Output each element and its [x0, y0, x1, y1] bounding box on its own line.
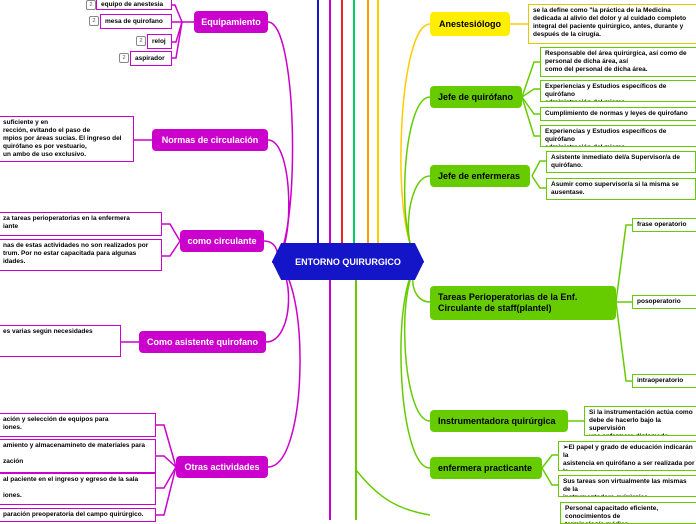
- asistente-label: Como asistente quirofano: [146, 337, 258, 347]
- jefe-enfermeras-text[interactable]: Asistente inmediato del/a Supervisor/a d…: [546, 151, 696, 173]
- equipamiento-item-label: equipo de anestesia: [101, 1, 164, 8]
- tareas-item[interactable]: intraoperatorio: [632, 374, 696, 388]
- bottom-text[interactable]: Personal capacitado eficiente, conocimie…: [560, 502, 696, 524]
- anestesiologo-label: Anestesiólogo: [438, 19, 501, 29]
- instrumentadora-node[interactable]: Instrumentadora quirúrgica: [430, 410, 568, 432]
- equipamiento-item[interactable]: mesa de quirofano: [100, 14, 172, 29]
- jefe-quirofano-text[interactable]: Responsable del área quirúrgica, así com…: [540, 47, 696, 77]
- equipamiento-item-label: mesa de quirofano: [105, 18, 163, 25]
- count-badge[interactable]: 2: [89, 16, 99, 26]
- normas-node[interactable]: Normas de circulación: [152, 129, 268, 151]
- anestesiologo-text[interactable]: se la define como "la práctica de la Med…: [528, 4, 696, 44]
- practicante-label: enfermera practicante: [438, 463, 533, 473]
- jefe-enfermeras-text[interactable]: Asumir como supervisor/a si la misma se …: [546, 178, 696, 200]
- circulante-text[interactable]: nas de estas actividades no son realizad…: [0, 239, 162, 271]
- equipamiento-item[interactable]: equipo de anestesia: [96, 0, 172, 10]
- jefe-enfermeras-label: Jefe de enfermeras: [438, 171, 521, 181]
- tareas-node[interactable]: Tareas Perioperatorias de la Enf. Circul…: [430, 286, 616, 320]
- otras-text[interactable]: ación y selección de equipos para iones.: [0, 413, 156, 437]
- instrumentadora-text[interactable]: Si la instrumentación actúa como debe de…: [584, 406, 696, 436]
- otras-text[interactable]: amiento y almacenamineto de materiales p…: [0, 439, 156, 473]
- otras-node[interactable]: Otras actividades: [176, 456, 268, 478]
- otras-label: Otras actividades: [184, 462, 260, 472]
- equipamiento-node[interactable]: Equipamiento: [194, 11, 268, 33]
- asistente-text[interactable]: es varias según necesidades: [0, 325, 121, 357]
- jefe-quirofano-label: Jefe de quirófano: [438, 92, 514, 102]
- practicante-text[interactable]: Sus tareas son virtualmente las mismas d…: [558, 475, 696, 497]
- equipamiento-item-label: reloj: [152, 38, 166, 45]
- asistente-node[interactable]: Como asistente quirofano: [139, 331, 266, 353]
- otras-text[interactable]: al paciente en el ingreso y egreso de la…: [0, 473, 156, 505]
- circulante-node[interactable]: como circulante: [180, 230, 264, 252]
- jefe-quirofano-text[interactable]: Experiencias y Estudios específicos de q…: [540, 80, 696, 102]
- jefe-quirofano-node[interactable]: Jefe de quirófano: [430, 86, 522, 108]
- equipamiento-label: Equipamiento: [201, 17, 261, 27]
- tareas-item[interactable]: frase operatorio: [632, 218, 696, 232]
- circulante-label: como circulante: [187, 236, 257, 246]
- normas-text[interactable]: suficiente y en rección, evitando el pas…: [0, 116, 134, 162]
- equipamiento-item[interactable]: reloj: [147, 34, 172, 49]
- instrumentadora-label: Instrumentadora quirúrgica: [438, 416, 556, 426]
- practicante-node[interactable]: enfermera practicante: [430, 457, 542, 479]
- circulante-text[interactable]: za tareas perioperatorias en la enfermer…: [0, 212, 162, 236]
- tareas-label: Tareas Perioperatorias de la Enf. Circul…: [438, 292, 578, 313]
- anestesiologo-node[interactable]: Anestesiólogo: [430, 12, 510, 36]
- practicante-text[interactable]: ➢El papel y grado de educación indicarán…: [558, 441, 696, 471]
- equipamiento-item[interactable]: aspirador: [130, 51, 172, 66]
- jefe-quirofano-text[interactable]: Experiencias y Estudios específicos de q…: [540, 125, 696, 147]
- count-badge[interactable]: 2: [86, 0, 96, 10]
- count-badge[interactable]: 2: [136, 36, 146, 46]
- normas-label: Normas de circulación: [161, 135, 259, 145]
- count-badge[interactable]: 2: [119, 53, 129, 63]
- central-topic-label: ENTORNO QUIRURGICO: [295, 256, 401, 267]
- tareas-item[interactable]: posoperatorio: [632, 295, 696, 309]
- jefe-enfermeras-node[interactable]: Jefe de enfermeras: [430, 165, 530, 187]
- jefe-quirofano-text[interactable]: Cumplimiento de normas y leyes de quirof…: [540, 107, 696, 121]
- central-topic[interactable]: ENTORNO QUIRURGICO: [272, 243, 424, 280]
- equipamiento-item-label: aspirador: [135, 55, 165, 62]
